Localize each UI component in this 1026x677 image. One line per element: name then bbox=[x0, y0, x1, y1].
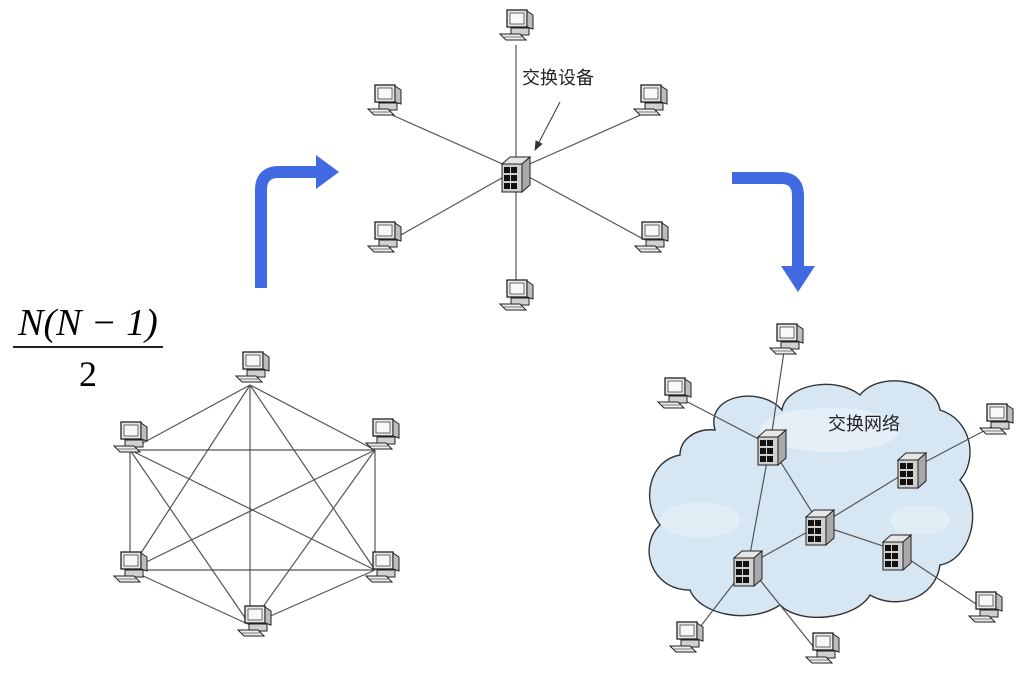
computer-icon bbox=[365, 418, 400, 450]
computer-icon bbox=[633, 84, 668, 116]
switch-device-label: 交换设备 bbox=[522, 68, 594, 89]
switch-icon bbox=[501, 156, 531, 193]
switch-network-cloud: 交换网络 bbox=[648, 380, 974, 618]
switch-icon bbox=[882, 534, 912, 571]
computer-icon bbox=[365, 551, 400, 583]
computer-icon bbox=[499, 9, 534, 41]
computer-icon bbox=[367, 221, 402, 253]
switch-icon bbox=[733, 550, 763, 587]
computer-icon bbox=[979, 403, 1014, 435]
computer-icon bbox=[769, 323, 804, 355]
switch-network-label: 交换网络 bbox=[828, 414, 900, 435]
switch-icon bbox=[897, 452, 927, 489]
mesh-link-count-formula: N(N − 1) 2 bbox=[13, 302, 163, 394]
computer-icon bbox=[657, 377, 692, 409]
arrow-to-star bbox=[255, 155, 339, 288]
computer-icon bbox=[113, 421, 148, 453]
computer-icon bbox=[237, 605, 272, 637]
computer-icon bbox=[235, 351, 270, 383]
switch-icon bbox=[805, 509, 835, 546]
computer-icon bbox=[669, 621, 704, 653]
computer-icon bbox=[113, 551, 148, 583]
full-mesh-network bbox=[129, 384, 376, 626]
svg-text:N(N − 1): N(N − 1) bbox=[17, 302, 158, 344]
star-network bbox=[391, 45, 646, 290]
computer-icon bbox=[367, 84, 402, 116]
arrow-to-network bbox=[732, 172, 815, 292]
switch-device-callout: 交换设备 bbox=[522, 68, 594, 151]
computer-icon bbox=[968, 591, 1003, 623]
computer-icon bbox=[805, 632, 840, 664]
switch-icon bbox=[757, 429, 787, 466]
svg-text:2: 2 bbox=[79, 354, 97, 394]
computer-icon bbox=[499, 279, 534, 311]
